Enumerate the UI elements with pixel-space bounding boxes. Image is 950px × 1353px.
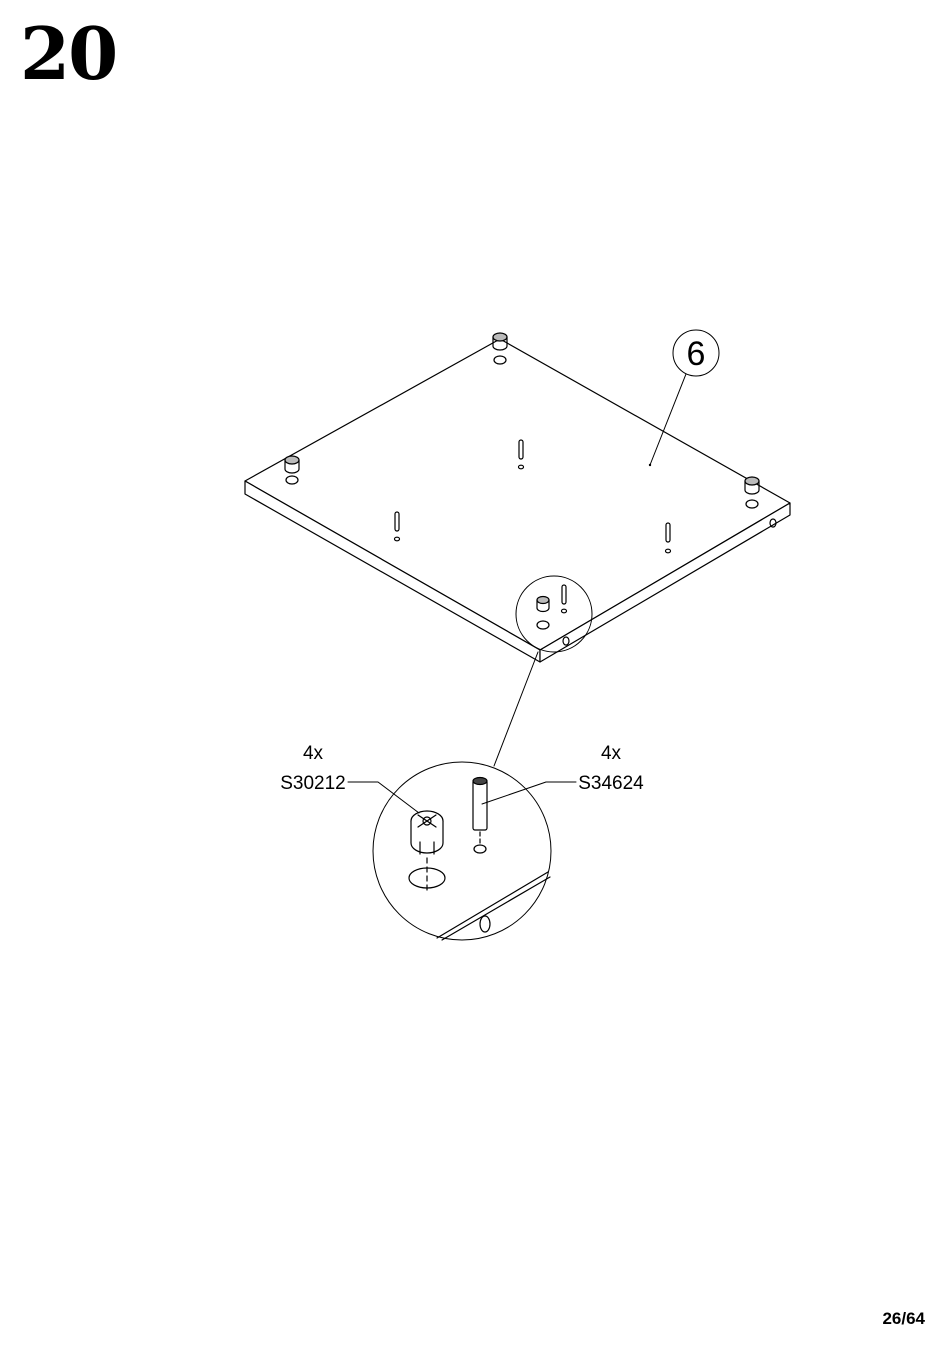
page-number: 26/64 [882, 1309, 925, 1329]
hardware-code-s34624: S34624 [578, 773, 644, 794]
hardware-code-s30212: S30212 [280, 773, 346, 794]
hardware-quantity-s30212: 4x [303, 743, 324, 764]
panel-board [245, 339, 790, 662]
magnified-detail [373, 762, 551, 940]
hardware-quantity-s34624: 4x [601, 743, 622, 764]
cam-lock-icon [411, 811, 443, 854]
dowel-icon [473, 778, 487, 854]
part-label-text: 6 [687, 335, 706, 373]
